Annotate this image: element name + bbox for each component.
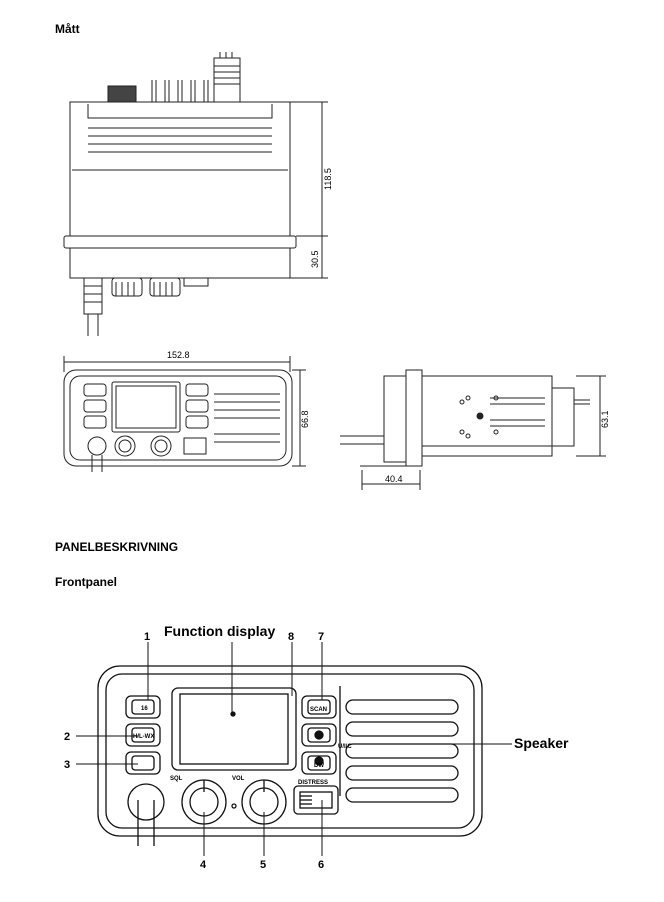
function-display-label: Function display (164, 623, 275, 639)
panel-description-heading: PANELBESKRIVNING (55, 540, 179, 554)
button-label-16: 16 (141, 706, 148, 712)
dimension-side-depth: 40.4 (385, 474, 403, 484)
dimension-width: 152.8 (167, 350, 190, 360)
dimension-front-height: 66.8 (300, 410, 310, 428)
callout-3: 3 (64, 759, 70, 771)
dimension-flange-height: 30.5 (310, 250, 320, 268)
button-label-hilo: H/L-WX (133, 734, 154, 740)
button-label-scan: SCAN (310, 707, 327, 713)
callout-7: 7 (318, 631, 324, 643)
callout-leaders (76, 642, 512, 856)
callout-5: 5 (260, 859, 266, 871)
dimension-side-height: 63.1 (600, 410, 610, 428)
button-label-uic: U/I/C (338, 744, 352, 750)
callout-2: 2 (64, 731, 70, 743)
front-panel-drawing (97, 665, 483, 846)
side-view-drawing (340, 369, 606, 490)
knob-label-vol: VOL (232, 776, 245, 782)
callout-6: 6 (318, 859, 324, 871)
knob-label-sql: SQL (170, 776, 183, 782)
button-label-distress: DISTRESS (298, 780, 328, 786)
front-view-drawing (63, 356, 306, 472)
top-view-drawing (63, 52, 328, 336)
callout-4: 4 (200, 859, 207, 871)
button-label-dual: DW (314, 763, 324, 769)
front-panel-heading: Frontpanel (55, 575, 117, 589)
dimensions-heading: Mått (55, 22, 80, 36)
speaker-label: Speaker (514, 735, 569, 751)
dimension-height-total: 118.5 (323, 168, 333, 190)
callout-8: 8 (288, 631, 294, 643)
callout-1: 1 (144, 631, 150, 643)
